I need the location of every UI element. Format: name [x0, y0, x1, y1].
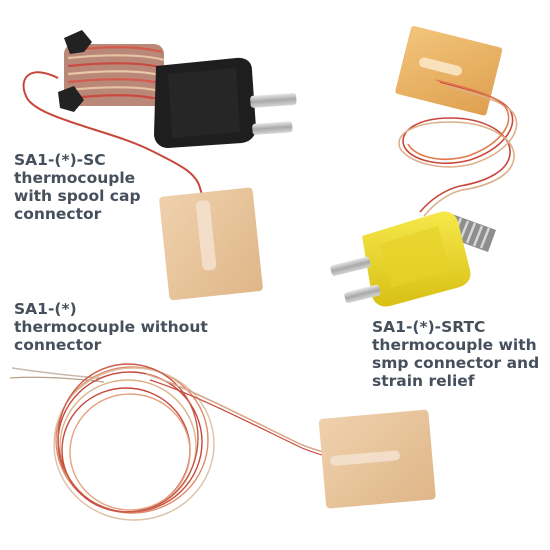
yellow-connector-pin-lower	[344, 284, 381, 303]
connector-pin-lower	[252, 121, 293, 135]
srtc-thermocouple	[330, 26, 518, 307]
sensor-pad-spool	[159, 187, 263, 301]
bare-wire-coil	[53, 363, 215, 521]
sensor-pad-srtc	[395, 26, 503, 116]
caption-thermocouple-without-connector: SA1-(*) thermocouple without connector	[14, 300, 208, 354]
sensor-pad-bare	[318, 409, 436, 509]
caption-spool-cap-thermocouple: SA1-(*)-SC thermocouple with spool cap c…	[14, 151, 141, 223]
srtc-lead-wire	[398, 79, 518, 217]
spool-clip-top	[64, 30, 92, 54]
caption-srtc-thermocouple: SA1-(*)-SRTC thermocouple with smp conne…	[372, 318, 540, 390]
spool-core	[64, 44, 164, 106]
bare-thermocouple	[9, 363, 436, 521]
spool-clip-bottom	[58, 86, 84, 112]
spool-cap-thermocouple	[22, 30, 297, 301]
yellow-connector-pin-upper	[330, 256, 371, 276]
connector-pin-upper	[250, 92, 297, 108]
bare-loose-wire	[11, 367, 101, 379]
